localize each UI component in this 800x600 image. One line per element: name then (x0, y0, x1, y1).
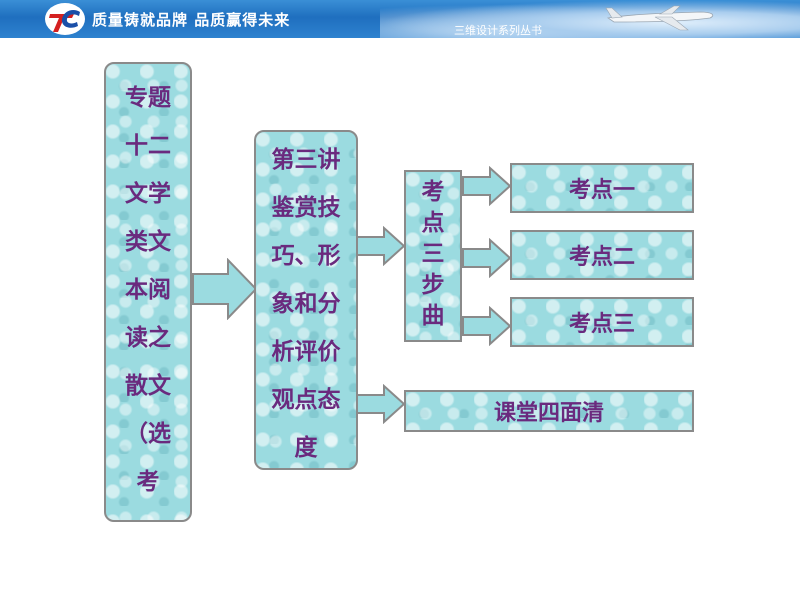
lecture-line: 观点态 (271, 386, 341, 413)
topic-line: 散文 (125, 372, 171, 399)
arrow-steps-to-point-3 (462, 306, 512, 346)
topic-line: 类文 (125, 228, 171, 255)
arrow-steps-to-point-1 (462, 166, 512, 206)
lecture-line: 度 (294, 434, 318, 461)
topic-box: 专题 十二 文学 类文 本阅 读之 散文 （选 考 (104, 62, 192, 522)
sky-background (380, 0, 800, 38)
steps-line: 三 (421, 240, 445, 267)
point-box-1: 考点一 (510, 163, 694, 213)
review-box: 课堂四面清 (404, 390, 694, 432)
airplane-icon (605, 5, 714, 31)
topic-line: 本阅 (125, 276, 171, 303)
header-slogan: 质量铸就品牌 品质赢得未来 (92, 11, 291, 29)
lecture-line: 析评价 (271, 338, 341, 365)
header-banner: 质量铸就品牌 品质赢得未来 三维设计系列丛书 (0, 0, 800, 38)
arrow-lecture-to-steps (356, 226, 406, 266)
steps-box: 考 点 三 步 曲 (404, 170, 462, 342)
lecture-line: 巧、形 (271, 242, 341, 269)
lecture-line: 象和分 (271, 290, 341, 317)
topic-line: 十二 (125, 132, 171, 159)
point-box-3: 考点三 (510, 297, 694, 347)
topic-line: 考 (136, 468, 160, 495)
arrow-steps-to-point-2 (462, 238, 512, 278)
point-label: 考点二 (568, 244, 635, 270)
topic-line: （选 (125, 420, 171, 447)
arrow-lecture-to-review (356, 384, 406, 424)
lecture-line: 鉴赏技 (271, 194, 341, 221)
point-box-2: 考点二 (510, 230, 694, 280)
lecture-line: 第三讲 (271, 146, 341, 173)
topic-line: 文学 (125, 180, 171, 207)
topic-line: 读之 (125, 324, 171, 351)
topic-line: 专题 (125, 84, 171, 111)
lecture-box: 第三讲 鉴赏技 巧、形 象和分 析评价 观点态 度 (254, 130, 358, 470)
steps-line: 曲 (421, 302, 445, 329)
point-label: 考点一 (568, 177, 635, 203)
steps-line: 步 (421, 271, 445, 298)
series-title: 三维设计系列丛书 (454, 24, 542, 37)
point-label: 考点三 (568, 311, 635, 337)
steps-line: 点 (421, 209, 445, 236)
publisher-logo-icon (45, 3, 85, 35)
review-label: 课堂四面清 (493, 400, 604, 426)
arrow-topic-to-lecture (192, 258, 258, 320)
steps-line: 考 (421, 178, 445, 205)
